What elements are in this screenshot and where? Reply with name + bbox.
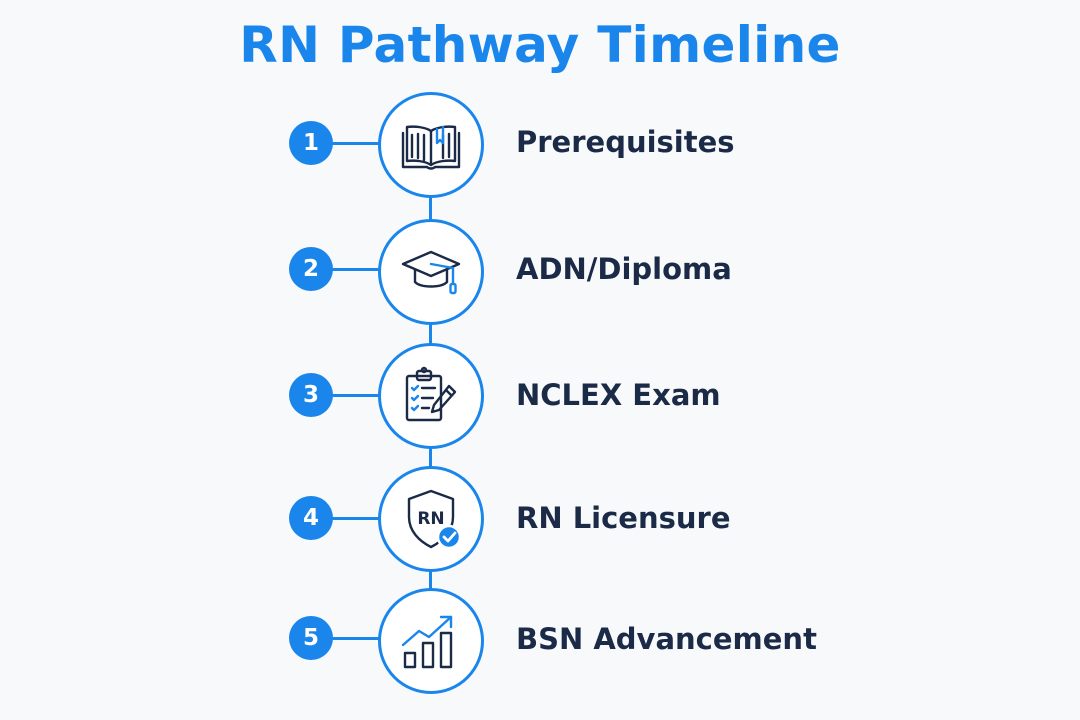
step-icon-circle-3	[378, 343, 484, 449]
open-book-icon	[401, 125, 461, 170]
step-icon-circle-2	[378, 219, 484, 325]
step-number-badge-5: 5	[289, 616, 333, 660]
timeline-spine-1-2	[429, 195, 432, 222]
step-connector-2	[330, 268, 382, 271]
timeline-spine-2-3	[429, 322, 432, 346]
timeline-spine-4-5	[429, 569, 432, 591]
step-number-badge-3: 3	[289, 373, 333, 417]
timeline-spine-3-4	[429, 446, 432, 469]
step-number-badge-2: 2	[289, 247, 333, 291]
step-connector-1	[330, 142, 382, 145]
step-label-3: NCLEX Exam	[516, 378, 721, 412]
step-icon-circle-4: RN	[378, 466, 484, 572]
step-label-2: ADN/Diploma	[516, 252, 732, 286]
rn-shield-check-icon: RN	[407, 489, 462, 550]
step-number-badge-1: 1	[289, 121, 333, 165]
step-label-1: Prerequisites	[516, 125, 735, 159]
step-connector-3	[330, 394, 382, 397]
step-number-badge-4: 4	[289, 496, 333, 540]
step-label-5: BSN Advancement	[516, 622, 817, 656]
shield-rn-text: RN	[417, 509, 444, 529]
step-icon-circle-5	[378, 588, 484, 694]
step-connector-4	[330, 517, 382, 520]
growth-chart-icon	[401, 615, 453, 669]
step-icon-circle-1	[378, 92, 484, 198]
graduation-cap-icon	[401, 250, 461, 295]
step-connector-5	[330, 637, 382, 640]
step-label-4: RN Licensure	[516, 501, 731, 535]
diagram-title: RN Pathway Timeline	[239, 16, 841, 74]
clipboard-checklist-icon	[405, 366, 457, 422]
